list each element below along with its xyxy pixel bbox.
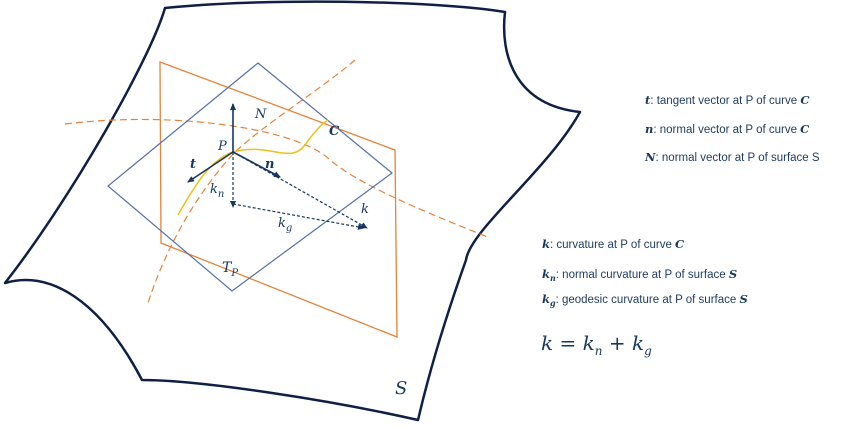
label-C: C: [329, 124, 340, 139]
legend-t: t: tangent vector at P of curve C: [645, 93, 809, 107]
surface-s-outline: [3, 0, 582, 422]
legend-k: k: curvature at P of curve C: [542, 237, 684, 251]
formula-kg: k: [631, 331, 645, 355]
legend-N-symbol: N: [645, 150, 656, 164]
legend-n-text: : normal vector at P of curve: [653, 124, 801, 136]
legend-N: N: normal vector at P of surface S: [645, 150, 820, 164]
curve-c: [177, 119, 329, 216]
legend-N-text: : normal vector at P of surface S: [655, 152, 820, 164]
label-kn: kn: [210, 182, 224, 200]
legend-kg: kg: geodesic curvature at P of surface S: [542, 292, 748, 308]
legend-kn-sub: n: [549, 273, 556, 283]
legend-n-curve: C: [800, 122, 810, 136]
label-kg: kg: [278, 216, 292, 234]
legend-n: n: normal vector at P of curve C: [645, 122, 809, 136]
surface-curve-horizontal: [64, 118, 491, 239]
tangent-vector-t: [187, 151, 234, 183]
legend-kn-text: : normal curvature at P of surface: [555, 269, 729, 281]
legend-t-curve: C: [800, 93, 810, 107]
label-t: t: [190, 157, 196, 172]
legend-kg-text: : geodesic curvature at P of surface: [555, 294, 740, 306]
normal-plane: [159, 61, 398, 338]
legend-k-curve: C: [675, 237, 685, 251]
formula-eq: =: [553, 331, 583, 355]
legend-n-symbol: n: [645, 122, 654, 136]
surface-curve-vertical: [147, 59, 356, 304]
label-n: n: [265, 157, 274, 172]
label-N: N: [254, 107, 267, 122]
legend-k-symbol: k: [542, 237, 550, 251]
tangent-plane: [107, 62, 393, 292]
legend-kn-symbol: k: [542, 267, 550, 281]
formula-kn: k: [582, 331, 595, 355]
normal-vector-n: [232, 151, 281, 178]
legend-t-symbol: t: [645, 93, 651, 107]
legend-kg-symbol: k: [542, 292, 550, 306]
curvature-formula: k = kn + kg: [541, 331, 652, 358]
label-s: S: [395, 378, 407, 399]
geodesic-curvature-kg: [232, 203, 365, 230]
legend-t-text: : tangent vector at P of curve: [650, 95, 801, 107]
label-tp: TP: [222, 260, 238, 279]
legend-kg-surface: S: [739, 292, 748, 306]
label-k: k: [361, 202, 369, 217]
formula-k: k: [541, 331, 554, 355]
formula-kg-sub: g: [644, 344, 652, 358]
curvature-vector-k: [232, 151, 368, 229]
legend-k-text: : curvature at P of curve: [549, 239, 676, 251]
legend-kn-surface: S: [728, 267, 738, 281]
label-P: P: [217, 139, 227, 154]
legend-kg-sub: g: [549, 298, 556, 308]
legend-kn: kn: normal curvature at P of surface S: [542, 267, 737, 283]
formula-kn-sub: n: [594, 344, 603, 358]
formula-plus: +: [602, 331, 632, 355]
